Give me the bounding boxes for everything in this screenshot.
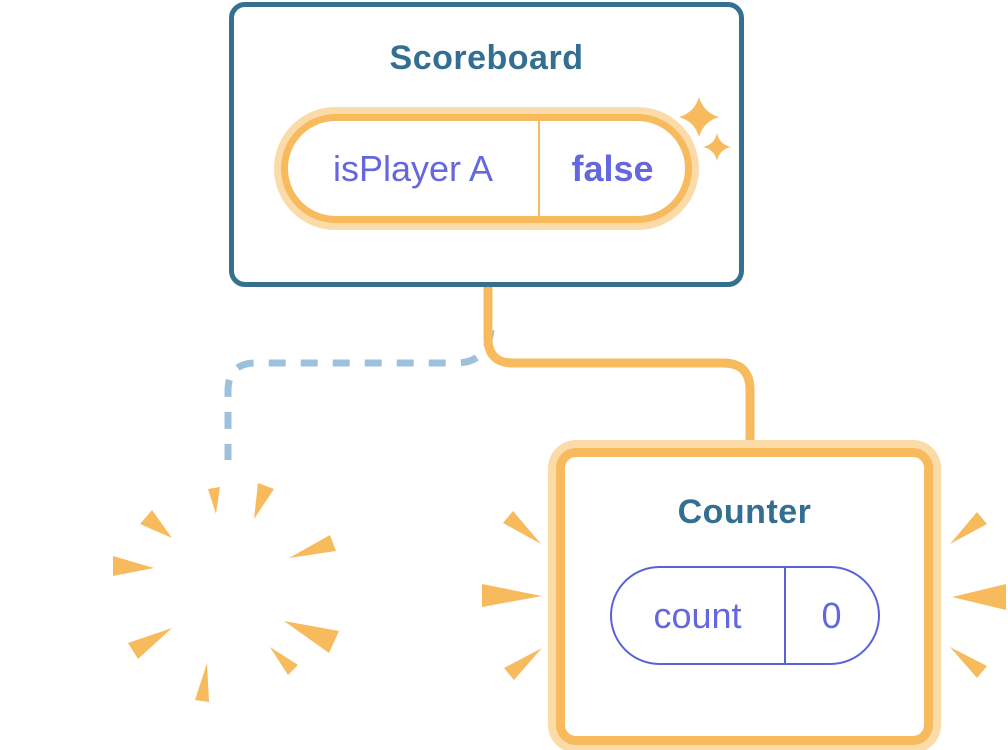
scoreboard-state-key: isPlayer A: [332, 147, 494, 189]
counter-card: Counter count 0: [556, 448, 933, 745]
pill-divider: [538, 121, 540, 216]
scoreboard-title: Scoreboard: [389, 39, 584, 77]
pill-divider: [783, 568, 786, 663]
scoreboard-state-pill: isPlayer A false: [281, 114, 692, 223]
emphasis-marks-left-icon: [482, 511, 542, 680]
scoreboard-state-value: false: [571, 147, 654, 189]
poof-card-body: [93, 457, 363, 723]
connector-dashed: [224, 329, 495, 460]
connector-solid: [483, 284, 755, 452]
counter-state-value: 0: [821, 594, 842, 636]
emphasis-marks-right-icon: [950, 512, 1006, 678]
counter-state-key: count: [653, 594, 742, 636]
scoreboard-card: Scoreboard isPlayer A false: [229, 2, 744, 287]
poof-burst-icon: [113, 483, 339, 702]
counter-state-pill: count 0: [609, 566, 880, 665]
counter-title: Counter: [677, 493, 812, 531]
poof-card: [93, 457, 363, 723]
